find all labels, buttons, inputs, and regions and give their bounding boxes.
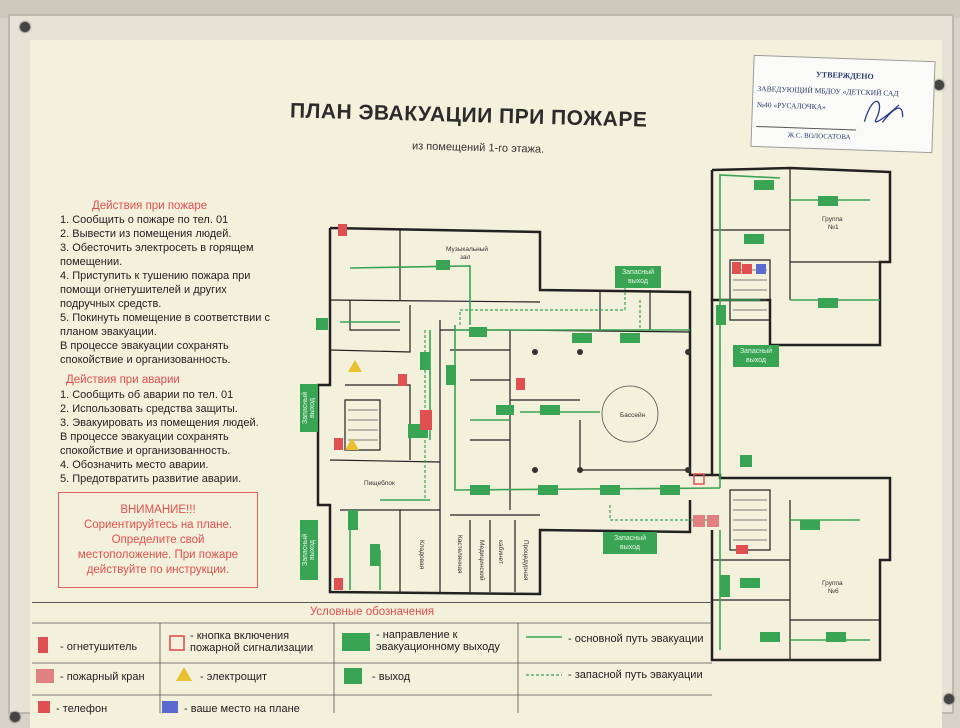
- room-group6-n: №6: [828, 588, 839, 595]
- instruction-line: помощи огнетушителей и других: [60, 284, 227, 296]
- legend-grid: [32, 622, 712, 713]
- instruction-line: 5. Предотвратить развитие аварии.: [60, 473, 242, 485]
- room-group1: Группа: [822, 216, 843, 223]
- accident-actions-list: 1. Сообщить об аварии по тел. 01 2. Испо…: [60, 388, 259, 486]
- room-procedure: Процедурная: [522, 540, 529, 581]
- exit-left-bottom: Запасный выход: [300, 520, 318, 580]
- room-music-hall-2: зал: [460, 254, 471, 261]
- pool-circle: [601, 385, 659, 443]
- room-pool: Бассейн: [620, 412, 646, 419]
- fire-extinguishers: [334, 224, 748, 590]
- legend-title: Условные обозначения: [309, 606, 435, 618]
- warning-line: местоположение. При пожаре: [77, 549, 239, 561]
- instruction-line: 2. Использовать средства защиты.: [60, 403, 238, 415]
- room-music-hall: Музыкальный: [446, 246, 489, 253]
- instruction-line: 4. Обозначить место аварии.: [60, 459, 209, 471]
- legend-alarm-button: - кнопка включения пожарной сигнализации: [190, 630, 314, 654]
- warning-line: действуйте по инструкции.: [86, 564, 230, 576]
- instruction-line: 3. Обесточить электросеть в горящем: [60, 242, 254, 254]
- instruction-line: спокойствие и организованность.: [60, 354, 231, 366]
- room-med: Медицинский: [478, 540, 485, 581]
- legend-phone: - телефон: [56, 703, 108, 715]
- instruction-line: 3. Эвакуировать из помещения людей.: [60, 417, 259, 429]
- instruction-line: 2. Вывести из помещения людей.: [60, 228, 232, 240]
- instruction-line: 1. Сообщить об аварии по тел. 01: [60, 389, 234, 401]
- pin-icon: [20, 22, 30, 32]
- legend-extinguisher: - огнетушитель: [60, 641, 138, 653]
- pin-icon: [934, 80, 944, 90]
- signature-icon: [863, 100, 904, 123]
- direction-signs: [316, 180, 846, 642]
- room-pantry: Кладовая: [418, 540, 425, 570]
- exit-top: Запасный выход: [615, 266, 661, 288]
- columns: [532, 349, 691, 473]
- exit-bottom: Запасный выход: [603, 532, 657, 554]
- instruction-line: помещении.: [60, 256, 123, 268]
- alarm-buttons: [693, 264, 766, 527]
- wall-background: [0, 0, 960, 18]
- warning-box: ВНИМАНИЕ!!! Сориентируйтесь на плане. Оп…: [58, 492, 258, 588]
- legend-exit: - выход: [372, 671, 411, 683]
- room-storage: Кастелянная: [456, 535, 463, 574]
- instruction-line: В процессе эвакуации сохранять: [60, 340, 229, 352]
- instruction-line: спокойствие и организованность.: [60, 445, 231, 457]
- room-med-2: кабинет: [497, 540, 504, 564]
- instruction-line: планом эвакуации.: [60, 326, 157, 338]
- exit-right: Запасный выход: [733, 345, 779, 367]
- room-group6: Группа: [822, 580, 843, 587]
- fire-actions-heading: Действия при пожаре: [92, 200, 208, 212]
- instruction-line: 5. Покинуть помещение в соответствии с: [60, 312, 270, 324]
- legend-location: - ваше место на плане: [184, 703, 300, 715]
- inner-walls: [329, 168, 880, 660]
- electric-panels: [345, 360, 362, 450]
- instruction-line: 4. Приступить к тушению пожара при: [60, 270, 251, 282]
- warning-line: Сориентируйтесь на плане.: [83, 519, 233, 531]
- warning-title: ВНИМАНИЕ!!!: [120, 504, 196, 516]
- pin-icon: [10, 712, 20, 722]
- instruction-line: 1. Сообщить о пожаре по тел. 01: [60, 214, 229, 226]
- room-kitchen: Пищеблок: [364, 480, 395, 487]
- exit-left-top: Запасный выход: [300, 384, 318, 432]
- instruction-line: В процессе эвакуации сохранять: [60, 431, 229, 443]
- approval-stamp: УТВЕРЖДЕНО ЗАВЕДУЮЩИЙ МБДОУ «ДЕТСКИЙ САД…: [750, 54, 936, 154]
- legend-hydrant: - пожарный кран: [60, 671, 145, 683]
- outer-walls: [316, 166, 892, 662]
- room-group1-n: №1: [828, 224, 839, 231]
- legend-main-route: - основной путь эвакуации: [568, 633, 704, 645]
- legend-panel: - электрощит: [200, 671, 268, 683]
- legend-direction: - направление к эвакуационному выходу: [376, 629, 500, 653]
- accident-actions-heading: Действия при аварии: [66, 374, 180, 386]
- legend: Условные обозначения - огнетушитель - по…: [32, 602, 712, 715]
- legend-reserve-route: - запасной путь эвакуации: [568, 669, 703, 681]
- fire-actions-list: 1. Сообщить о пожаре по тел. 01 2. Вывес…: [60, 213, 270, 367]
- warning-line: Определите свой: [111, 534, 205, 546]
- instruction-line: подручных средств.: [60, 298, 162, 310]
- pin-icon: [944, 694, 954, 704]
